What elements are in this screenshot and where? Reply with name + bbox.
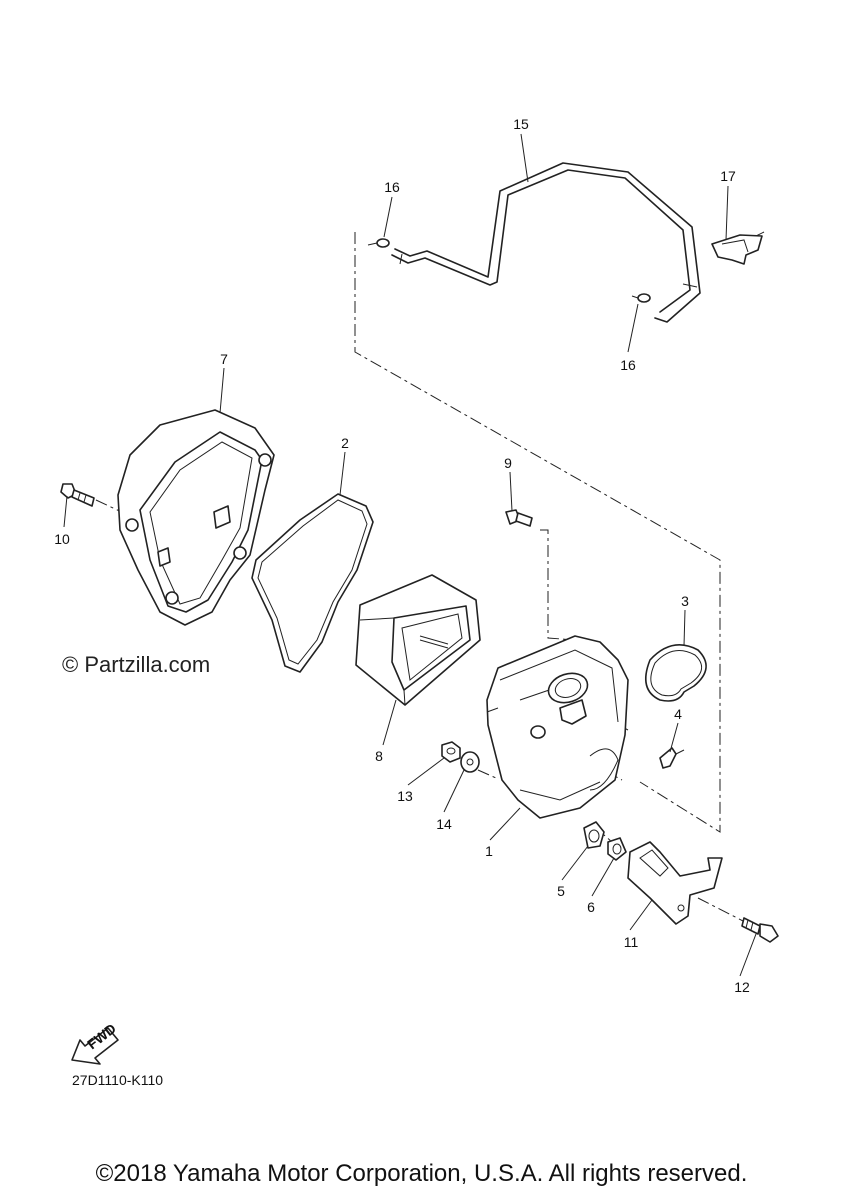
copyright-notice: ©2018 Yamaha Motor Corporation, U.S.A. A… [95, 1160, 748, 1187]
watermark-text: © Partzilla.com [62, 652, 211, 677]
callout-5: 5 [557, 883, 565, 899]
callout-7: 7 [220, 351, 228, 367]
fwd-arrow-icon: FWD [71, 1020, 119, 1065]
callout-8: 8 [375, 748, 383, 764]
hose-clamp-part-17 [711, 231, 765, 265]
air-filter-element-part-8 [355, 574, 481, 706]
callout-14: 14 [436, 816, 452, 832]
hose-clip-part-16 [367, 238, 651, 303]
callout-16-top: 16 [384, 179, 400, 195]
callout-17: 17 [720, 168, 736, 184]
callout-11: 11 [624, 934, 639, 950]
clip-part-4 [659, 747, 685, 769]
grommet-part-5 [583, 821, 605, 849]
callout-15: 15 [513, 116, 529, 132]
o-ring-part-3 [644, 644, 707, 702]
callout-6: 6 [587, 899, 595, 915]
nut-part-13 [441, 741, 461, 763]
callout-16-bottom: 16 [620, 357, 636, 373]
gasket-part-2 [251, 493, 374, 673]
callout-12: 12 [734, 979, 750, 995]
collar-part-6 [607, 837, 627, 861]
air-filter-cover-part-7 [117, 409, 275, 626]
bracket-part-11 [627, 841, 723, 925]
callout-3: 3 [681, 593, 689, 609]
callout-13: 13 [397, 788, 413, 804]
air-filter-case-part-1 [486, 635, 629, 819]
breather-hose-part-15 [391, 162, 701, 323]
callout-1: 1 [485, 843, 493, 859]
callout-10: 10 [54, 531, 70, 547]
screw-part-9 [505, 509, 533, 527]
callout-2: 2 [341, 435, 349, 451]
diagram-code: 27D1110-K110 [72, 1072, 164, 1088]
callout-leader-lines [63, 133, 757, 977]
bolt-part-12 [741, 917, 779, 943]
part-callouts: 15 16 17 16 7 2 9 10 3 4 8 13 14 1 5 6 1… [54, 116, 750, 995]
callout-9: 9 [504, 455, 512, 471]
washer-part-14 [460, 751, 480, 773]
callout-4: 4 [674, 706, 682, 722]
bolt-part-10 [60, 483, 95, 507]
